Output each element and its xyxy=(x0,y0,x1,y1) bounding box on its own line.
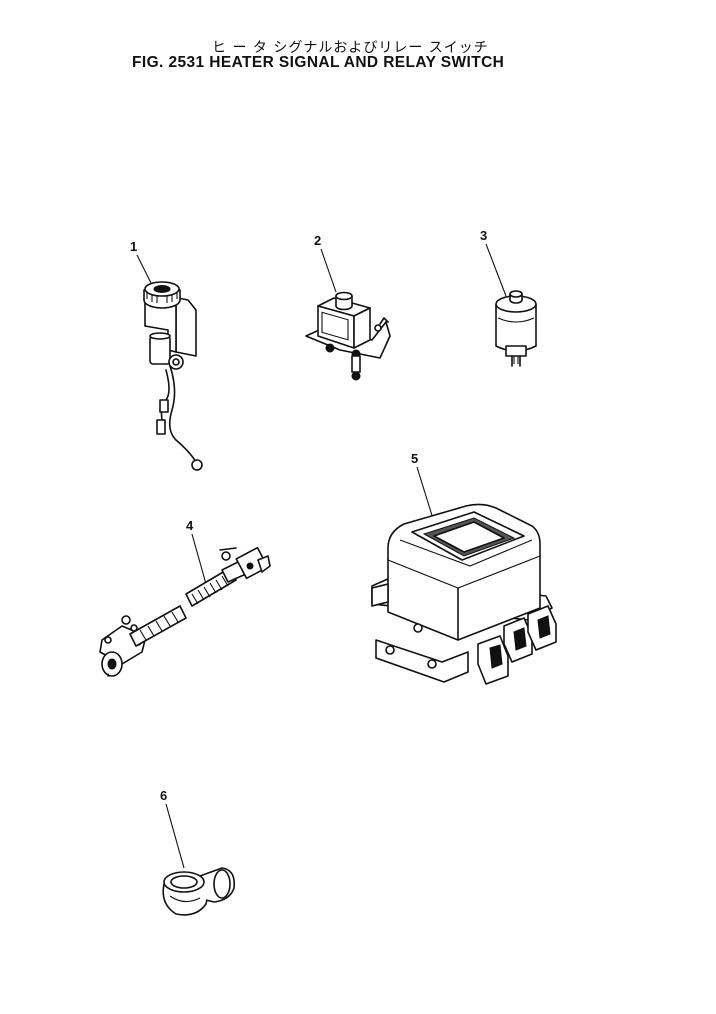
part-1-callout: 1 xyxy=(130,239,153,286)
part-4-callout: 4 xyxy=(186,518,207,585)
part-number-label: 3 xyxy=(480,228,487,243)
heater-signal-lamp-icon xyxy=(143,281,203,471)
part-number-label: 6 xyxy=(160,788,167,803)
rubber-boot-icon xyxy=(162,867,236,916)
part-5-callout: 5 xyxy=(411,451,435,523)
part-6-callout: 6 xyxy=(160,788,185,869)
figure-title-japanese: ヒ ー タ シグナルおよびリレー スイッチ xyxy=(212,40,489,56)
part-2-callout: 2 xyxy=(314,233,337,293)
switch-icon xyxy=(495,290,537,367)
figure-title: FIG. 2531 HEATER SIGNAL AND RELAY SWITCH xyxy=(132,54,505,71)
part-number-label: 1 xyxy=(130,239,137,254)
part-3-callout: 3 xyxy=(480,228,507,297)
part-number-label: 4 xyxy=(186,518,194,533)
relay-switch-box-icon xyxy=(371,503,557,685)
wiring-harness-icon xyxy=(99,546,271,677)
part-number-label: 5 xyxy=(411,451,418,466)
relay-icon xyxy=(305,291,391,381)
part-number-label: 2 xyxy=(314,233,321,248)
